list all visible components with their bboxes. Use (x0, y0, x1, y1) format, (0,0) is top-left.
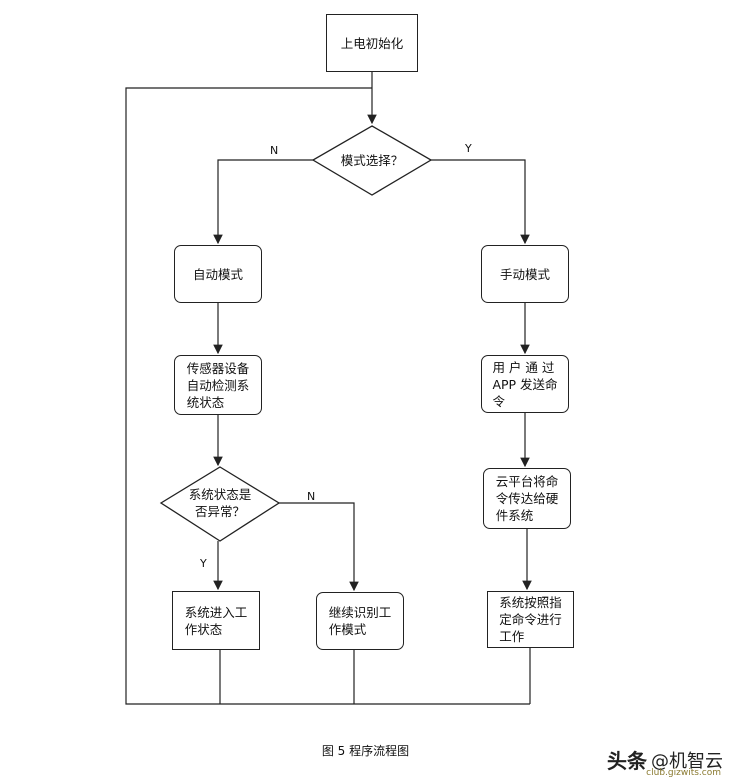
enter-work-box: 系统进入工 作状态 (172, 591, 260, 650)
mode-yes-label: Y (465, 142, 472, 155)
watermark: 头条 @机智云 (607, 745, 723, 774)
enter-work-label: 系统进入工 作状态 (184, 604, 248, 637)
cloud-forward-box: 云平台将命 令传达给硬 件系统 (483, 468, 571, 529)
abnormal-label: 系统状态是 否异常？ (188, 487, 252, 519)
execute-command-label: 系统按照指 定命令进行 工作 (499, 595, 562, 644)
power-on-label: 上电初始化 (340, 35, 404, 51)
cloud-forward-label: 云平台将命 令传达给硬 件系统 (495, 474, 559, 523)
continue-identify-box: 继续识别工 作模式 (316, 592, 404, 650)
manual-mode-label: 手动模式 (499, 266, 550, 282)
user-app-label: 用 户 通 过 APP 发送命 令 (492, 359, 558, 409)
user-app-box: 用 户 通 过 APP 发送命 令 (481, 355, 569, 413)
abnormal-no-label: N (307, 490, 316, 503)
sensor-detect-box: 传感器设备 自动检测系 统状态 (174, 355, 262, 415)
manual-mode-box: 手动模式 (481, 245, 569, 303)
mode-select-diamond (311, 125, 433, 196)
auto-mode-box: 自动模式 (174, 245, 262, 303)
power-on-box: 上电初始化 (326, 14, 418, 72)
abnormal-diamond (159, 466, 281, 542)
sensor-detect-label: 传感器设备 自动检测系 统状态 (186, 360, 250, 410)
figure-caption: 图 5 程序流程图 (321, 744, 410, 758)
watermark-head: 头条 (607, 749, 647, 773)
continue-identify-label: 继续识别工 作模式 (328, 605, 392, 637)
mode-select-label: 模式选择？ (340, 152, 404, 168)
watermark-url: club.gizwits.com (646, 768, 721, 778)
abnormal-yes-label: Y (200, 557, 207, 570)
auto-mode-label: 自动模式 (192, 266, 243, 282)
watermark-brand: @机智云 (651, 750, 723, 772)
execute-command-box: 系统按照指 定命令进行 工作 (487, 591, 574, 648)
mode-no-label: N (270, 144, 279, 157)
